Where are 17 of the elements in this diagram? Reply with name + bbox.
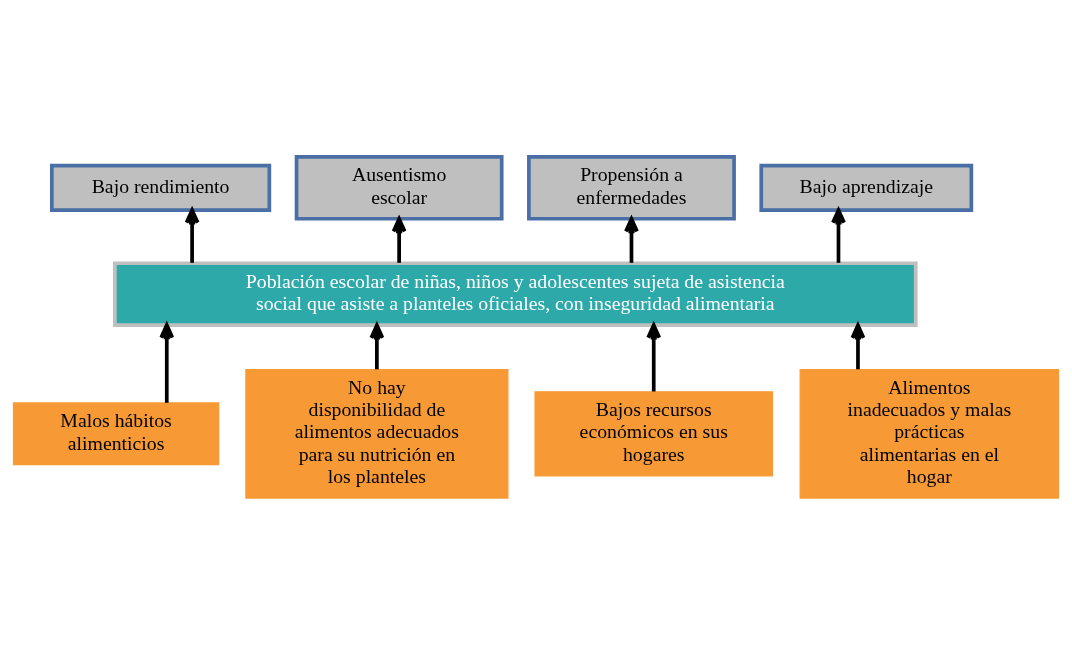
arrow [850,323,866,370]
node-box: Bajo rendimiento [49,163,272,212]
arrow [624,217,639,263]
node-box: Alimentos inadecuados y malas prácticas alimentarias en el hogar [799,368,1060,499]
node-box: No hay disponibilidad de alimentos adecuados para su nutrición en los planteles [245,368,509,499]
arrow [159,323,175,403]
node-box: Ausentismo escolar [294,155,504,221]
arrow [369,323,385,370]
node-box: Bajos recursos económicos en sus hogares [534,391,773,477]
node-box: Población escolar de niñas, niños y adolescentes sujeta de asistencia social que asiste a planteles oficiales, con inseguridad alimentaria [113,261,918,327]
arrow [184,208,200,263]
node-box: Propensión a enfermedades [527,155,736,221]
arrow [646,323,662,392]
node-box: Malos hábitos alimenticios [12,402,220,466]
node-box: Bajo aprendizaje [759,163,974,212]
arrow [831,208,846,263]
arrow [391,217,407,263]
